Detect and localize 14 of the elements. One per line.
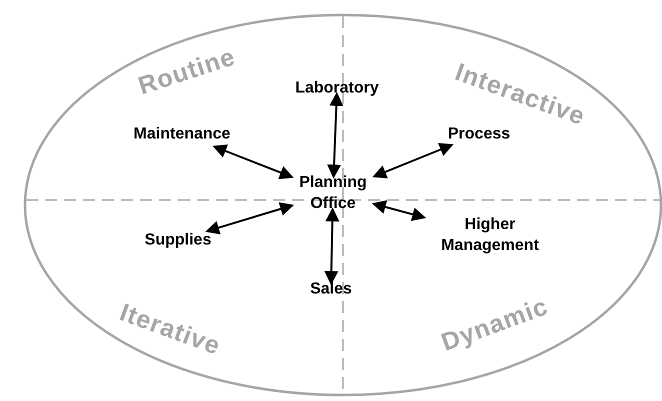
node-label: Planning Office [288, 172, 378, 214]
node-label: Higher Management [420, 214, 560, 256]
double-arrow [324, 207, 340, 286]
node-label: Maintenance [134, 124, 230, 144]
double-arrow [205, 202, 294, 234]
node-label: Process [448, 124, 510, 144]
double-arrow [212, 144, 294, 180]
node-label: Supplies [144, 230, 212, 250]
double-arrow [327, 92, 344, 179]
node-label: Sales [310, 278, 352, 300]
node-label: Laboratory [295, 78, 379, 98]
double-arrow [372, 200, 426, 222]
double-arrow [372, 143, 454, 178]
quadrant-label: Routine [134, 42, 240, 102]
